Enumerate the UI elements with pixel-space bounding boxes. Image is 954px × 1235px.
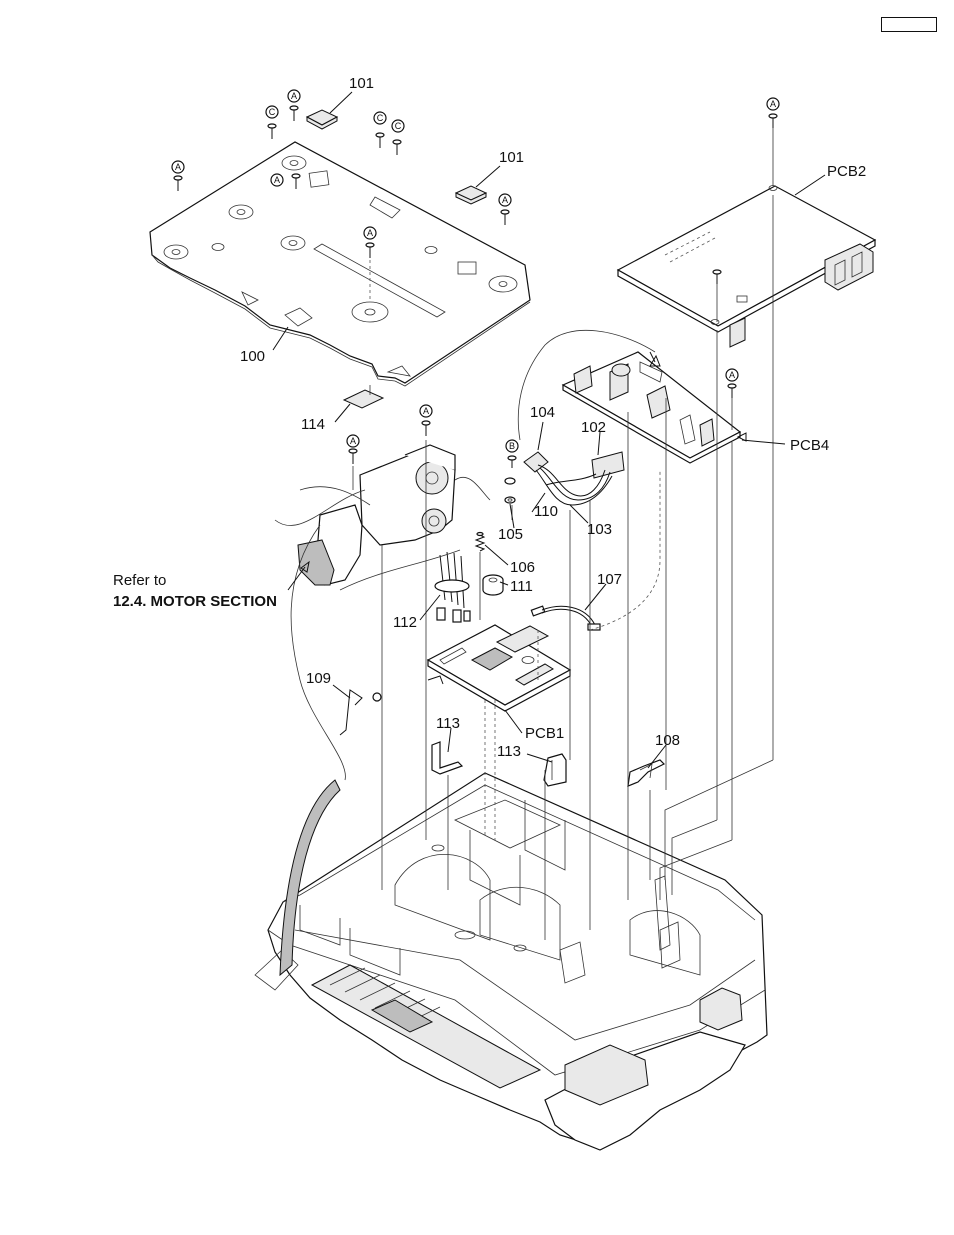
label-110: 110 bbox=[534, 503, 558, 520]
svg-text:A: A bbox=[175, 162, 181, 172]
wire-harness bbox=[504, 451, 625, 506]
svg-text:C: C bbox=[377, 113, 384, 123]
pad-101-left bbox=[305, 109, 339, 130]
spring-106 bbox=[474, 531, 486, 552]
label-104: 104 bbox=[530, 404, 555, 421]
label-100: 100 bbox=[240, 348, 265, 365]
cable-107 bbox=[530, 605, 601, 631]
label-102: 102 bbox=[581, 419, 606, 436]
lower-chassis bbox=[254, 772, 768, 1151]
svg-text:A: A bbox=[423, 406, 429, 416]
page-tag-box bbox=[881, 17, 937, 32]
label-107: 107 bbox=[597, 571, 622, 588]
harness-112 bbox=[434, 551, 471, 623]
pad-101-right bbox=[454, 185, 488, 205]
label-106: 106 bbox=[510, 559, 535, 576]
svg-text:A: A bbox=[729, 370, 735, 380]
reference-line-2: 12.4. MOTOR SECTION bbox=[113, 593, 277, 610]
part-labels: 101 101 100 114 PCB2 PCB4 104 102 103 11… bbox=[113, 75, 866, 760]
label-108: 108 bbox=[655, 732, 680, 749]
clip-113-right bbox=[543, 753, 567, 787]
motor-assembly bbox=[274, 420, 491, 586]
pcb1-board bbox=[426, 624, 572, 712]
label-101b: 101 bbox=[499, 149, 524, 166]
callout-lines bbox=[272, 91, 826, 769]
svg-text:A: A bbox=[770, 99, 776, 109]
label-113a: 113 bbox=[436, 715, 460, 732]
label-pcb1: PCB1 bbox=[525, 725, 564, 742]
label-114-sheet bbox=[342, 389, 385, 409]
label-pcb4: PCB4 bbox=[790, 437, 829, 454]
assembly-lines bbox=[290, 128, 774, 940]
label-109: 109 bbox=[306, 670, 331, 687]
label-103: 103 bbox=[587, 521, 612, 538]
label-113b: 113 bbox=[497, 743, 521, 760]
label-112: 112 bbox=[393, 614, 417, 631]
svg-text:A: A bbox=[291, 91, 297, 101]
reference-line-1: Refer to bbox=[113, 572, 166, 589]
label-101a: 101 bbox=[349, 75, 374, 92]
label-114: 114 bbox=[301, 416, 325, 433]
screw-icon-group-cover bbox=[173, 105, 510, 258]
svg-text:C: C bbox=[269, 107, 276, 117]
label-105: 105 bbox=[498, 526, 523, 543]
svg-text:C: C bbox=[395, 121, 402, 131]
svg-text:B: B bbox=[509, 441, 515, 451]
clip-113-left bbox=[431, 741, 464, 775]
label-111: 111 bbox=[510, 578, 533, 595]
svg-text:A: A bbox=[502, 195, 508, 205]
svg-text:A: A bbox=[274, 175, 280, 185]
pcb2-board bbox=[616, 113, 877, 348]
svg-text:A: A bbox=[367, 228, 373, 238]
bracket-108 bbox=[627, 759, 666, 787]
label-pcb2: PCB2 bbox=[827, 163, 866, 180]
spring-109 bbox=[339, 689, 382, 736]
pcb4-board bbox=[561, 351, 742, 464]
ring-111 bbox=[482, 574, 504, 596]
top-cover-100 bbox=[149, 141, 531, 387]
svg-text:A: A bbox=[350, 436, 356, 446]
